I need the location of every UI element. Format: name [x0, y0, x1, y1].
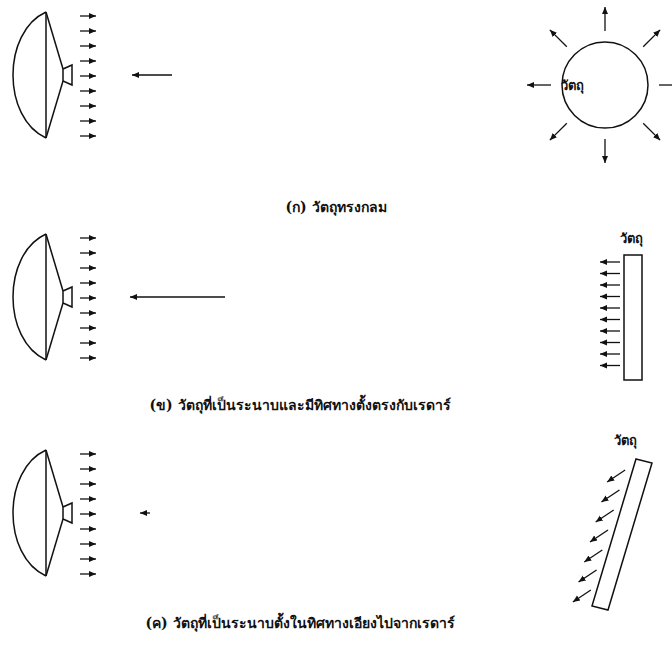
wave-arrow: [80, 483, 96, 484]
tilted-plate: [592, 459, 652, 610]
feed-strut: [46, 234, 63, 291]
wave-arrow: [80, 453, 96, 454]
wave-arrow: [600, 353, 620, 354]
wave-arrow: [80, 543, 96, 544]
wave-arrow: [596, 510, 614, 522]
wave-arrow: [130, 296, 225, 297]
wave-arrow: [600, 273, 620, 274]
feed-horn: [63, 287, 72, 307]
object-label: วัตถุ: [620, 228, 643, 249]
wave-arrow: [604, 7, 605, 31]
radar-dish: [13, 450, 72, 576]
wave-arrow: [600, 330, 620, 331]
caption: (ข) วัตถุที่เป็นระนาบและมีทิศทางตั้งตรงก…: [146, 394, 453, 416]
wave-arrow: [600, 307, 620, 308]
feed-horn: [63, 65, 72, 85]
wave-arrow: [80, 528, 96, 529]
plate: [624, 255, 642, 380]
feed-strut: [46, 450, 63, 507]
caption: (ก) วัตถุทรงกลม: [282, 196, 389, 218]
wave-arrow: [80, 513, 96, 514]
wave-arrow: [550, 30, 567, 47]
wave-arrow: [643, 30, 660, 47]
feed-strut: [46, 12, 63, 69]
object-label: วัตถุ: [561, 75, 584, 96]
wave-arrow: [80, 237, 96, 238]
wave-arrow: [600, 296, 620, 297]
wave-arrow: [80, 90, 96, 91]
wave-arrow: [600, 284, 620, 285]
dish-curve: [13, 450, 46, 576]
plate-object: วัตถุ: [606, 228, 656, 384]
sphere-object: วัตถุ: [561, 41, 649, 129]
wave-arrow: [604, 139, 605, 163]
wave-arrow: [132, 74, 172, 75]
object-outline: [580, 430, 660, 612]
plate-object: วัตถุ: [580, 430, 660, 612]
wave-arrow: [80, 252, 96, 253]
wave-arrow: [590, 530, 608, 542]
dish-rim: [45, 234, 47, 360]
wave-arrow: [659, 84, 672, 85]
wave-arrow: [80, 45, 96, 46]
wave-arrow: [80, 60, 96, 61]
wave-arrow: [584, 550, 602, 562]
wave-arrow: [80, 15, 96, 16]
object-outline: [606, 228, 656, 384]
wave-arrow: [601, 490, 619, 502]
radar-dish: [13, 12, 72, 138]
wave-arrow: [527, 84, 551, 85]
wave-arrow: [643, 123, 660, 140]
wave-arrow: [80, 558, 96, 559]
wave-arrow: [80, 573, 96, 574]
object-label: วัตถุ: [614, 430, 637, 451]
feed-horn: [63, 503, 72, 523]
dish-curve: [13, 12, 46, 138]
wave-arrow: [80, 120, 96, 121]
dish-rim: [45, 450, 47, 576]
caption: (ค) วัตถุที่เป็นระนาบตั้งในทิศทางเอียงไป…: [142, 612, 457, 634]
wave-arrow: [80, 327, 96, 328]
wave-arrow: [550, 123, 567, 140]
wave-arrow: [607, 470, 625, 482]
wave-arrow: [80, 105, 96, 106]
wave-arrow: [80, 30, 96, 31]
wave-arrow: [80, 267, 96, 268]
wave-arrow: [600, 261, 620, 262]
wave-arrow: [80, 342, 96, 343]
wave-arrow: [80, 468, 96, 469]
wave-arrow: [600, 319, 620, 320]
wave-arrow: [80, 357, 96, 358]
wave-arrow: [80, 135, 96, 136]
wave-arrow: [140, 512, 150, 513]
feed-strut: [46, 519, 63, 576]
dish-rim: [45, 12, 47, 138]
wave-arrow: [80, 498, 96, 499]
wave-arrow: [573, 590, 591, 602]
wave-arrow: [600, 342, 620, 343]
wave-arrow: [80, 75, 96, 76]
wave-arrow: [579, 570, 597, 582]
sphere: [562, 42, 648, 128]
radar-dish: [13, 234, 72, 360]
wave-arrow: [80, 312, 96, 313]
wave-arrow: [80, 282, 96, 283]
dish-curve: [13, 234, 46, 360]
wave-arrow: [600, 365, 620, 366]
feed-strut: [46, 81, 63, 138]
feed-strut: [46, 303, 63, 360]
wave-arrow: [80, 297, 96, 298]
